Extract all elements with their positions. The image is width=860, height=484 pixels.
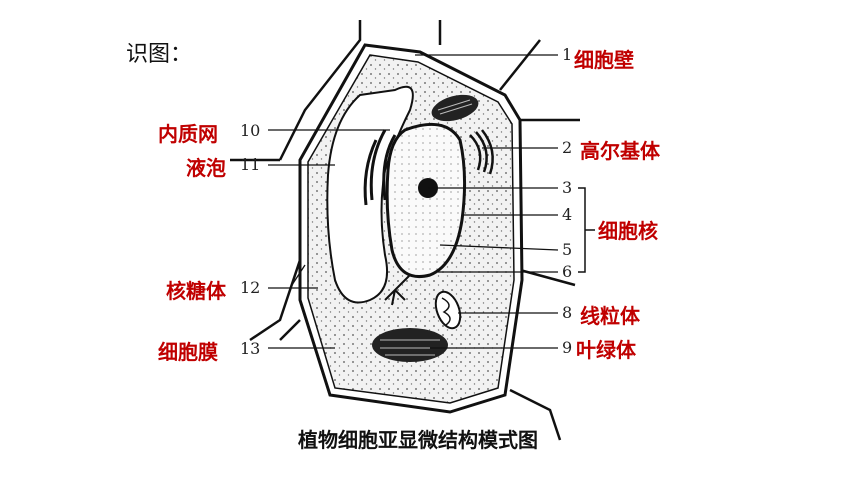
label-nucleus: 细胞核	[598, 219, 658, 243]
label-num-12: 12	[240, 278, 261, 297]
mitochondrion	[434, 290, 462, 330]
label-cell-wall: 细胞壁	[574, 48, 634, 72]
page-heading: 识图：	[126, 42, 193, 67]
label-num-2: 2	[562, 138, 573, 157]
label-num-13: 13	[240, 339, 261, 358]
label-num-8: 8	[562, 303, 573, 322]
label-vacuole: 液泡	[186, 156, 226, 180]
label-num-11: 11	[240, 155, 261, 174]
label-num-10: 10	[240, 121, 261, 140]
label-er: 内质网	[158, 122, 218, 146]
endoplasmic-reticulum	[363, 129, 397, 206]
label-num-3: 3	[562, 178, 573, 197]
label-num-6: 6	[562, 262, 573, 281]
pointer-lines	[268, 54, 559, 349]
label-ribosome: 核糖体	[166, 279, 226, 303]
label-num-5: 5	[562, 240, 573, 259]
label-num-1: 1	[562, 45, 573, 64]
label-chloroplast: 叶绿体	[576, 338, 636, 362]
label-num-4: 4	[562, 205, 573, 224]
label-golgi: 高尔基体	[580, 139, 660, 163]
label-mitochondrion: 线粒体	[580, 304, 640, 328]
nucleus-bracket	[578, 187, 595, 273]
chloroplast-bottom	[372, 328, 448, 362]
label-cell-membrane: 细胞膜	[158, 340, 218, 364]
diagram-caption: 植物细胞亚显微结构模式图	[298, 428, 538, 452]
label-num-9: 9	[562, 338, 573, 357]
golgi-apparatus	[469, 129, 494, 175]
nucleus	[385, 122, 467, 278]
